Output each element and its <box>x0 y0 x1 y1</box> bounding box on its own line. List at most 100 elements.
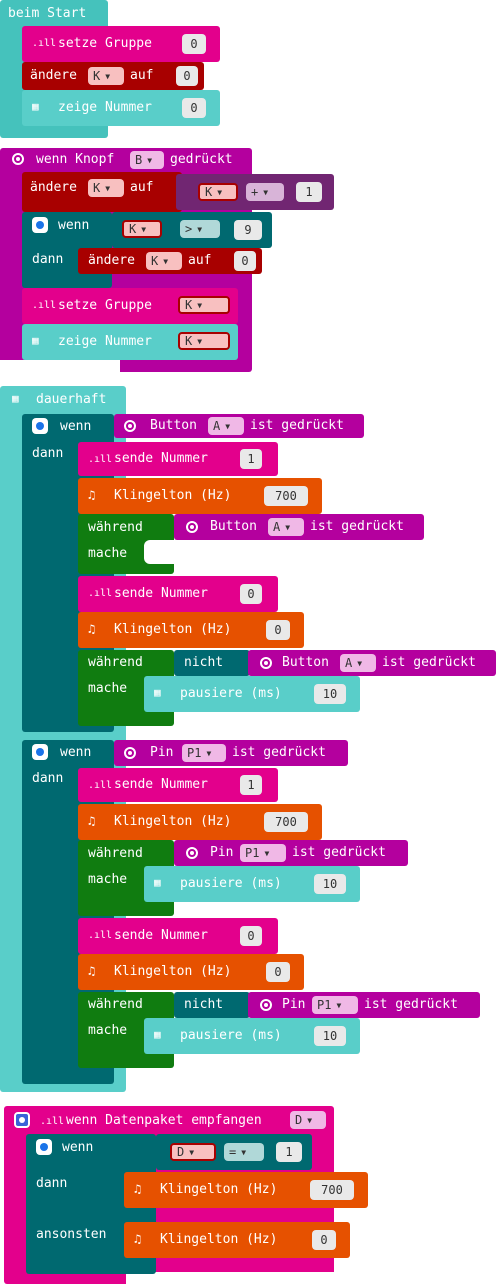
show-number-label: zeige Nummer <box>58 334 152 349</box>
math-value-input[interactable]: 1 <box>296 182 322 202</box>
send-number-input[interactable]: 0 <box>240 926 262 946</box>
headphones-icon: ♫ <box>88 622 96 636</box>
math-operator-dropdown[interactable]: +▼ <box>246 183 284 201</box>
pin-label: Pin <box>282 997 306 1012</box>
ring-tone-block[interactable]: ♫ Klingelton (Hz) 700 <box>78 804 322 840</box>
do-label: mache <box>88 546 128 561</box>
while-block[interactable]: während mache <box>78 992 174 1068</box>
pin-dropdown[interactable]: P1▼ <box>182 744 226 762</box>
group-var-dropdown[interactable]: K▼ <box>178 296 230 314</box>
math-block[interactable]: K▼ +▼ 1 <box>176 174 334 210</box>
pause-block[interactable]: ▦ pausiere (ms) 10 <box>144 1018 360 1054</box>
frequency-input[interactable]: 700 <box>310 1180 354 1200</box>
ring-tone-block[interactable]: ♫ Klingelton (Hz) 700 <box>78 478 322 514</box>
pause-input[interactable]: 10 <box>314 874 346 894</box>
compare-operator-dropdown[interactable]: =▼ <box>224 1143 264 1161</box>
compare-operator-dropdown[interactable]: >▼ <box>180 220 220 238</box>
compare-var-dropdown[interactable]: D▼ <box>170 1143 216 1161</box>
compare-value-input[interactable]: 1 <box>276 1142 302 1162</box>
send-number-block[interactable]: .ıll sende Nummer 1 <box>78 442 278 476</box>
gear-icon <box>32 744 48 760</box>
pause-block[interactable]: ▦ pausiere (ms) 10 <box>144 676 360 712</box>
variable-dropdown[interactable]: K▼ <box>146 252 182 270</box>
send-number-input[interactable]: 1 <box>240 449 262 469</box>
send-number-input[interactable]: 0 <box>240 584 262 604</box>
pause-label: pausiere (ms) <box>180 1028 282 1043</box>
grid-icon: ▦ <box>32 100 39 113</box>
signal-icon: .ıll <box>88 588 113 599</box>
pressed-label: ist gedrückt <box>364 997 458 1012</box>
button-dropdown[interactable]: A▼ <box>340 654 376 672</box>
button-icon <box>186 847 198 859</box>
change-var-block[interactable]: ändere K▼ auf 0 <box>78 248 262 274</box>
headphones-icon: ♫ <box>134 1232 142 1246</box>
pressed-label: ist gedrückt <box>310 519 404 534</box>
compare-value-input[interactable]: 9 <box>234 220 262 240</box>
pause-input[interactable]: 10 <box>314 684 346 704</box>
frequency-input[interactable]: 700 <box>264 812 308 832</box>
grid-icon: ▦ <box>12 392 19 405</box>
button-icon <box>12 153 24 165</box>
pause-block[interactable]: ▦ pausiere (ms) 10 <box>144 866 360 902</box>
change-value-input[interactable]: 0 <box>234 251 256 271</box>
pin-dropdown[interactable]: P1▼ <box>240 844 286 862</box>
change-value-input[interactable]: 0 <box>176 66 198 86</box>
pin-pressed-block[interactable]: Pin P1▼ ist gedrückt <box>248 992 480 1018</box>
change-label: ändere <box>30 68 77 83</box>
compare-var-dropdown[interactable]: K▼ <box>122 220 162 238</box>
pin-dropdown[interactable]: P1▼ <box>312 996 358 1014</box>
show-var-dropdown[interactable]: K▼ <box>178 332 230 350</box>
button-pressed-block[interactable]: Button A▼ ist gedrückt <box>248 650 496 676</box>
button-dropdown[interactable]: A▼ <box>208 417 244 435</box>
ring-tone-label: Klingelton (Hz) <box>160 1232 278 1247</box>
pressed-label: ist gedrückt <box>232 745 326 760</box>
show-number-block[interactable]: ▦ zeige Nummer 0 <box>22 90 220 126</box>
pin-pressed-block[interactable]: Pin P1▼ ist gedrückt <box>114 740 348 766</box>
param-dropdown[interactable]: D▼ <box>290 1111 326 1129</box>
set-group-input[interactable]: 0 <box>182 34 206 54</box>
send-number-block[interactable]: .ıll sende Nummer 0 <box>78 918 278 954</box>
then-label: dann <box>32 771 64 786</box>
show-number-block[interactable]: ▦ zeige Nummer K▼ <box>22 324 238 360</box>
frequency-input[interactable]: 0 <box>312 1230 336 1250</box>
variable-dropdown[interactable]: K▼ <box>88 179 124 197</box>
pause-input[interactable]: 10 <box>314 1026 346 1046</box>
pin-pressed-block[interactable]: Pin P1▼ ist gedrückt <box>174 840 408 866</box>
ring-tone-block[interactable]: ♫ Klingelton (Hz) 0 <box>124 1222 350 1258</box>
while-label: während <box>88 655 143 670</box>
ring-tone-block[interactable]: ♫ Klingelton (Hz) 0 <box>78 612 304 648</box>
send-number-block[interactable]: .ıll sende Nummer 1 <box>78 768 278 802</box>
grid-icon: ▦ <box>154 686 161 699</box>
send-number-input[interactable]: 1 <box>240 775 262 795</box>
do-label: mache <box>88 872 128 887</box>
frequency-input[interactable]: 0 <box>266 620 290 640</box>
send-number-label: sende Nummer <box>114 928 208 943</box>
variable-dropdown[interactable]: K▼ <box>88 67 124 85</box>
show-number-input[interactable]: 0 <box>182 98 206 118</box>
set-group-label: setze Gruppe <box>58 298 152 313</box>
pause-label: pausiere (ms) <box>180 686 282 701</box>
frequency-input[interactable]: 700 <box>264 486 308 506</box>
frequency-input[interactable]: 0 <box>266 962 290 982</box>
then-label: dann <box>36 1176 68 1191</box>
ring-tone-label: Klingelton (Hz) <box>160 1182 278 1197</box>
ring-tone-block[interactable]: ♫ Klingelton (Hz) 0 <box>78 954 304 990</box>
math-var-dropdown[interactable]: K▼ <box>198 183 238 201</box>
change-var-block[interactable]: ändere K▼ auf <box>22 172 182 212</box>
not-block[interactable]: nicht <box>174 992 250 1018</box>
not-block[interactable]: nicht <box>174 650 250 676</box>
button-pressed-block[interactable]: Button A▼ ist gedrückt <box>114 414 364 438</box>
set-group-block[interactable]: .ıll setze Gruppe K▼ <box>22 288 238 324</box>
change-var-block[interactable]: ändere K▼ auf 0 <box>22 62 204 90</box>
ring-tone-block[interactable]: ♫ Klingelton (Hz) 700 <box>124 1172 368 1208</box>
button-dropdown[interactable]: A▼ <box>268 518 304 536</box>
gear-icon <box>32 217 48 233</box>
button-pressed-block[interactable]: Button A▼ ist gedrückt <box>174 514 424 540</box>
send-number-block[interactable]: .ıll sende Nummer 0 <box>78 576 278 612</box>
send-number-label: sende Nummer <box>114 777 208 792</box>
on-start-label: beim Start <box>8 6 87 21</box>
set-group-block[interactable]: .ıll setze Gruppe 0 <box>22 26 220 62</box>
compare-block[interactable]: D▼ =▼ 1 <box>156 1134 312 1170</box>
button-dropdown[interactable]: B▼ <box>130 151 164 169</box>
compare-block[interactable]: K▼ >▼ 9 <box>112 212 272 248</box>
